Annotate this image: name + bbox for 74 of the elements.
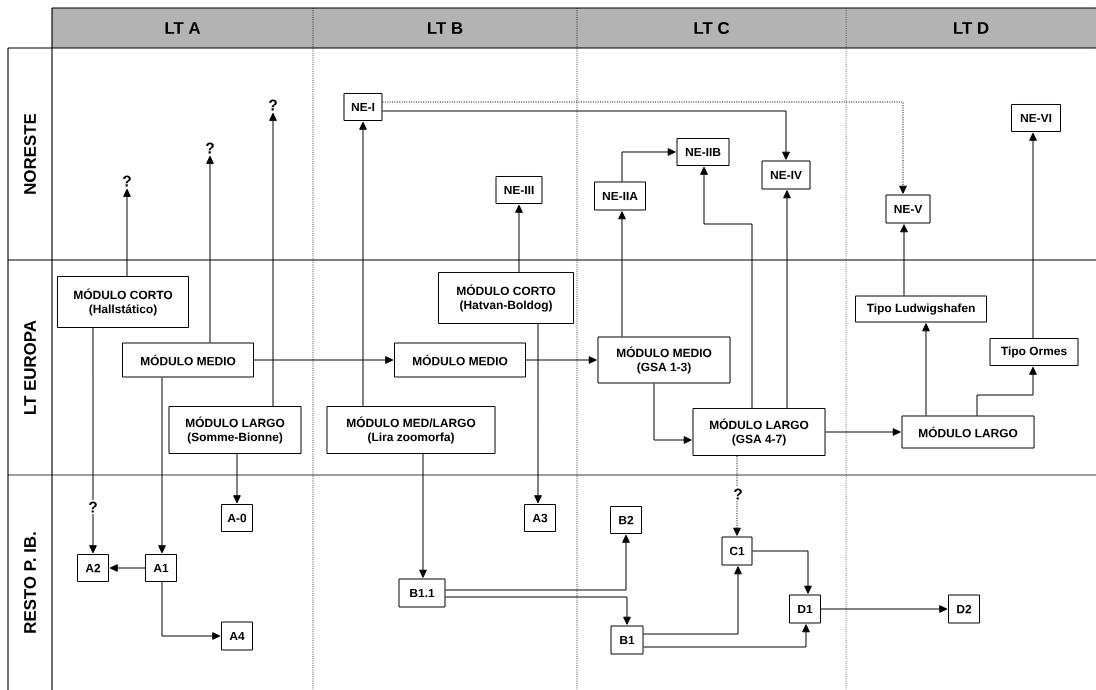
node-label: LT C [694,22,730,34]
process-box: B1 [610,625,644,655]
node-label: LT A [165,22,201,34]
process-box: MÓDULO LARGO (GSA 4-7) [692,408,826,456]
process-box: A1 [145,554,177,582]
arrow [618,211,626,337]
arrow [643,566,742,635]
arrow [253,356,394,364]
node-label: LT D [954,22,989,34]
arrow [161,581,221,640]
arrow [922,323,930,416]
arrow [700,166,753,409]
process-box: A-0 [221,504,253,532]
arrow [109,564,146,572]
arrow [359,121,367,407]
arrow [123,188,131,277]
process-box: B2 [610,506,642,534]
arrow [382,101,907,194]
process-box: NE-V [885,194,931,224]
arrow [752,550,812,594]
process-box: MÓDULO MEDIO [122,342,254,378]
process-box: B1.1 [398,578,446,608]
process-box: MÓDULO MEDIO (GSA 1-3) [597,336,731,384]
process-box: NE-VI [1011,104,1061,132]
process-box: MÓDULO CORTO (Hatvan-Boldog) [438,272,574,324]
process-box: NE-III [495,176,543,204]
process-box: MÓDULO MEDIO [394,342,526,378]
arrow [534,323,542,504]
arrow [976,366,1037,416]
arrow [653,383,692,444]
arrow [445,534,630,591]
process-box: Tipo Ludwigshafen [855,295,987,323]
process-box: NE-I [343,93,383,121]
process-box: MÓDULO CORTO (Hallstático) [57,276,189,328]
process-box: NE-IV [761,160,811,190]
arrow [515,204,523,273]
arrow [233,453,241,504]
arrow [89,513,97,554]
row-header: LT EUROPA [24,320,36,414]
question-mark: ? [206,142,214,154]
arrow [445,596,631,625]
node-label: LT B [428,22,463,34]
row-header: RESTO P. IB. [24,532,36,633]
arrow [1029,132,1037,339]
arrow [621,148,676,182]
process-box: D1 [789,594,821,624]
process-box: MÓDULO MED/LARGO (Lira zoomorfa) [326,406,496,454]
question-mark: ? [734,488,742,500]
arrow [825,428,901,436]
arrow [733,500,741,536]
arrow [820,605,948,613]
process-box: D2 [948,594,980,624]
arrow [419,453,427,578]
arrow [269,112,277,407]
arrow [525,356,597,364]
arrow [783,190,791,409]
process-box: A3 [524,504,556,532]
process-box: Tipo Ormes [989,338,1079,366]
arrow [206,155,214,343]
question-mark: ? [89,501,97,513]
question-mark: ? [123,175,131,187]
arrow [643,624,810,648]
process-box: A4 [221,621,253,651]
process-box: NE-IIA [594,181,646,211]
process-box: C1 [721,536,753,566]
process-box: A2 [77,554,109,582]
arrow [158,377,166,554]
process-box: MÓDULO LARGO (Somme-Bionne) [168,406,302,454]
row-header: NORESTE [24,113,36,194]
arrow [382,110,790,160]
process-box: MÓDULO LARGO [901,415,1035,449]
process-box: NE-IIB [676,138,730,166]
arrow [900,224,908,296]
question-mark: ? [269,99,277,111]
